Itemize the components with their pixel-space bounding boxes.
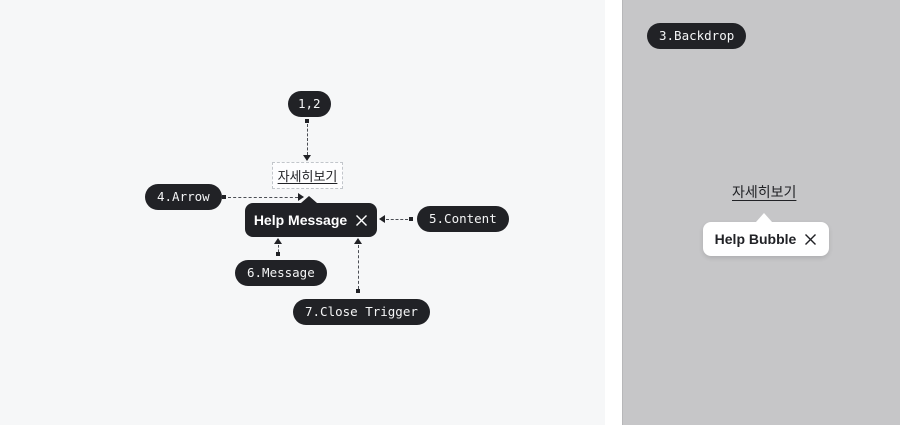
connector-arrowhead-down bbox=[303, 155, 311, 161]
help-message-tooltip: Help Message bbox=[245, 196, 377, 237]
right-panel-backdrop: 3.Backdrop 자세히보기 Help Bubble bbox=[622, 0, 900, 425]
connector-arrowhead-left bbox=[379, 215, 385, 223]
help-bubble: Help Bubble bbox=[703, 213, 829, 256]
annotation-pill-close-trigger: 7.Close Trigger bbox=[293, 299, 430, 325]
trigger-link[interactable]: 자세히보기 bbox=[732, 184, 797, 200]
connector-dot bbox=[276, 252, 280, 256]
bubble-arrow bbox=[756, 213, 772, 222]
connector-line bbox=[278, 245, 279, 252]
help-bubble-text: Help Bubble bbox=[714, 231, 797, 247]
trigger-link[interactable]: 자세히보기 bbox=[277, 169, 338, 184]
connector-line bbox=[358, 245, 359, 289]
connector-arrowhead-up bbox=[354, 238, 362, 244]
trigger-bounds: 자세히보기 bbox=[272, 162, 343, 189]
connector-arrowhead-up bbox=[274, 238, 282, 244]
connector-dot bbox=[222, 195, 226, 199]
left-panel: 1,2 자세히보기 4.Arrow Help Message bbox=[145, 91, 509, 325]
help-message-text: Help Message bbox=[253, 212, 348, 228]
connector-dot bbox=[356, 289, 360, 293]
annotation-pill-arrow: 4.Arrow bbox=[145, 184, 222, 210]
connector-dot bbox=[305, 119, 309, 123]
connector-line bbox=[386, 219, 408, 220]
annotation-pill-trigger-pair: 1,2 bbox=[288, 91, 331, 117]
annotation-pill-message: 6.Message bbox=[235, 260, 327, 286]
close-icon[interactable] bbox=[804, 233, 817, 246]
connector-dot bbox=[409, 217, 413, 221]
tooltip-arrow bbox=[301, 196, 317, 203]
close-icon[interactable] bbox=[355, 214, 368, 227]
annotation-pill-content: 5.Content bbox=[417, 206, 509, 232]
connector-line bbox=[307, 124, 308, 155]
connector-line bbox=[228, 197, 298, 198]
annotation-pill-backdrop: 3.Backdrop bbox=[647, 23, 747, 49]
